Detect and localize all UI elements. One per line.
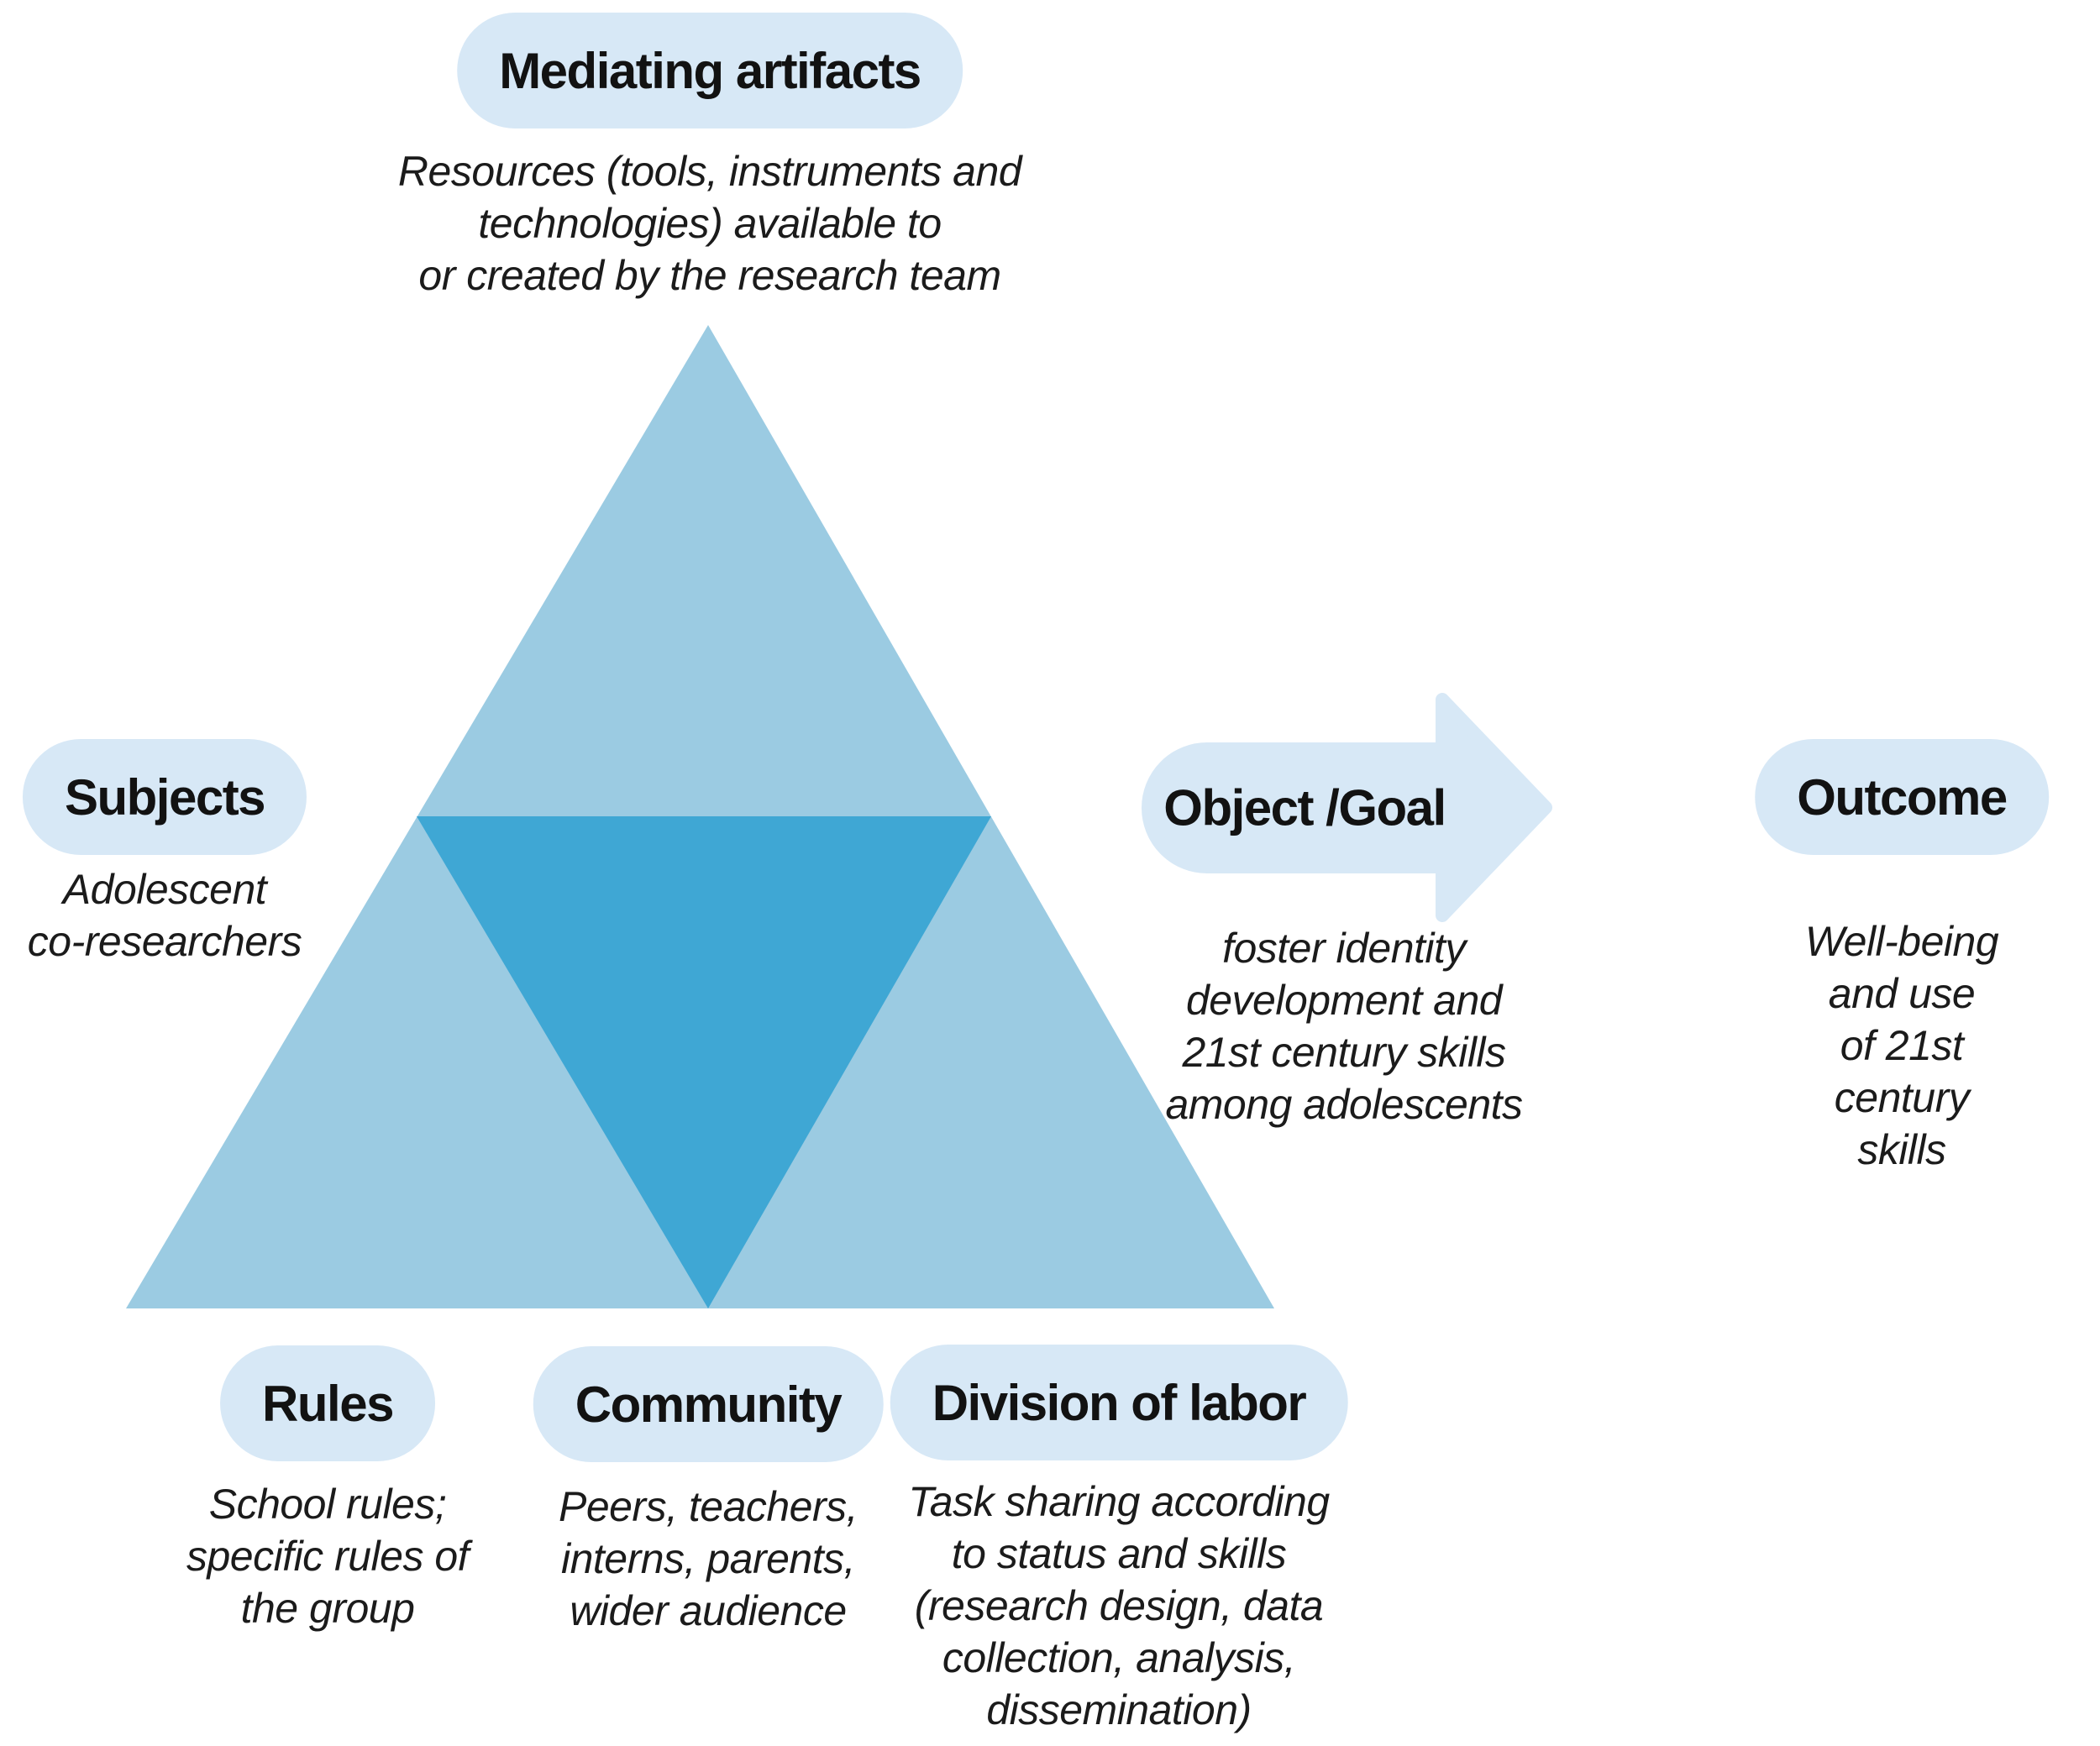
division-of-labor-pill: Division of labor — [890, 1345, 1348, 1460]
community-description: Peers, teachers, interns, parents, wider… — [558, 1483, 858, 1634]
subjects-pill: Subjects — [22, 739, 307, 855]
rules-pill: Rules — [220, 1345, 435, 1461]
outcome-description: Well-being and use of 21st century skill… — [1804, 918, 1999, 1173]
rules-description: School rules; specific rules of the grou… — [186, 1481, 470, 1632]
subjects-description: Adolescent co-researchers — [27, 866, 302, 965]
outcome-pill: Outcome — [1755, 739, 2049, 855]
mediating-artifacts-pill: Mediating artifacts — [457, 13, 963, 128]
object-goal-arrow-icon — [1142, 693, 1552, 922]
mediating-artifacts-description: Resources (tools, instruments and techno… — [397, 148, 1022, 299]
inner-triangle-shape — [417, 816, 991, 1308]
object-goal-description: foster identity development and 21st cen… — [1165, 925, 1523, 1128]
division-of-labor-description: Task sharing according to status and ski… — [908, 1478, 1330, 1733]
object-goal-label: Object /Goal — [1163, 779, 1446, 836]
community-pill: Community — [533, 1346, 884, 1462]
